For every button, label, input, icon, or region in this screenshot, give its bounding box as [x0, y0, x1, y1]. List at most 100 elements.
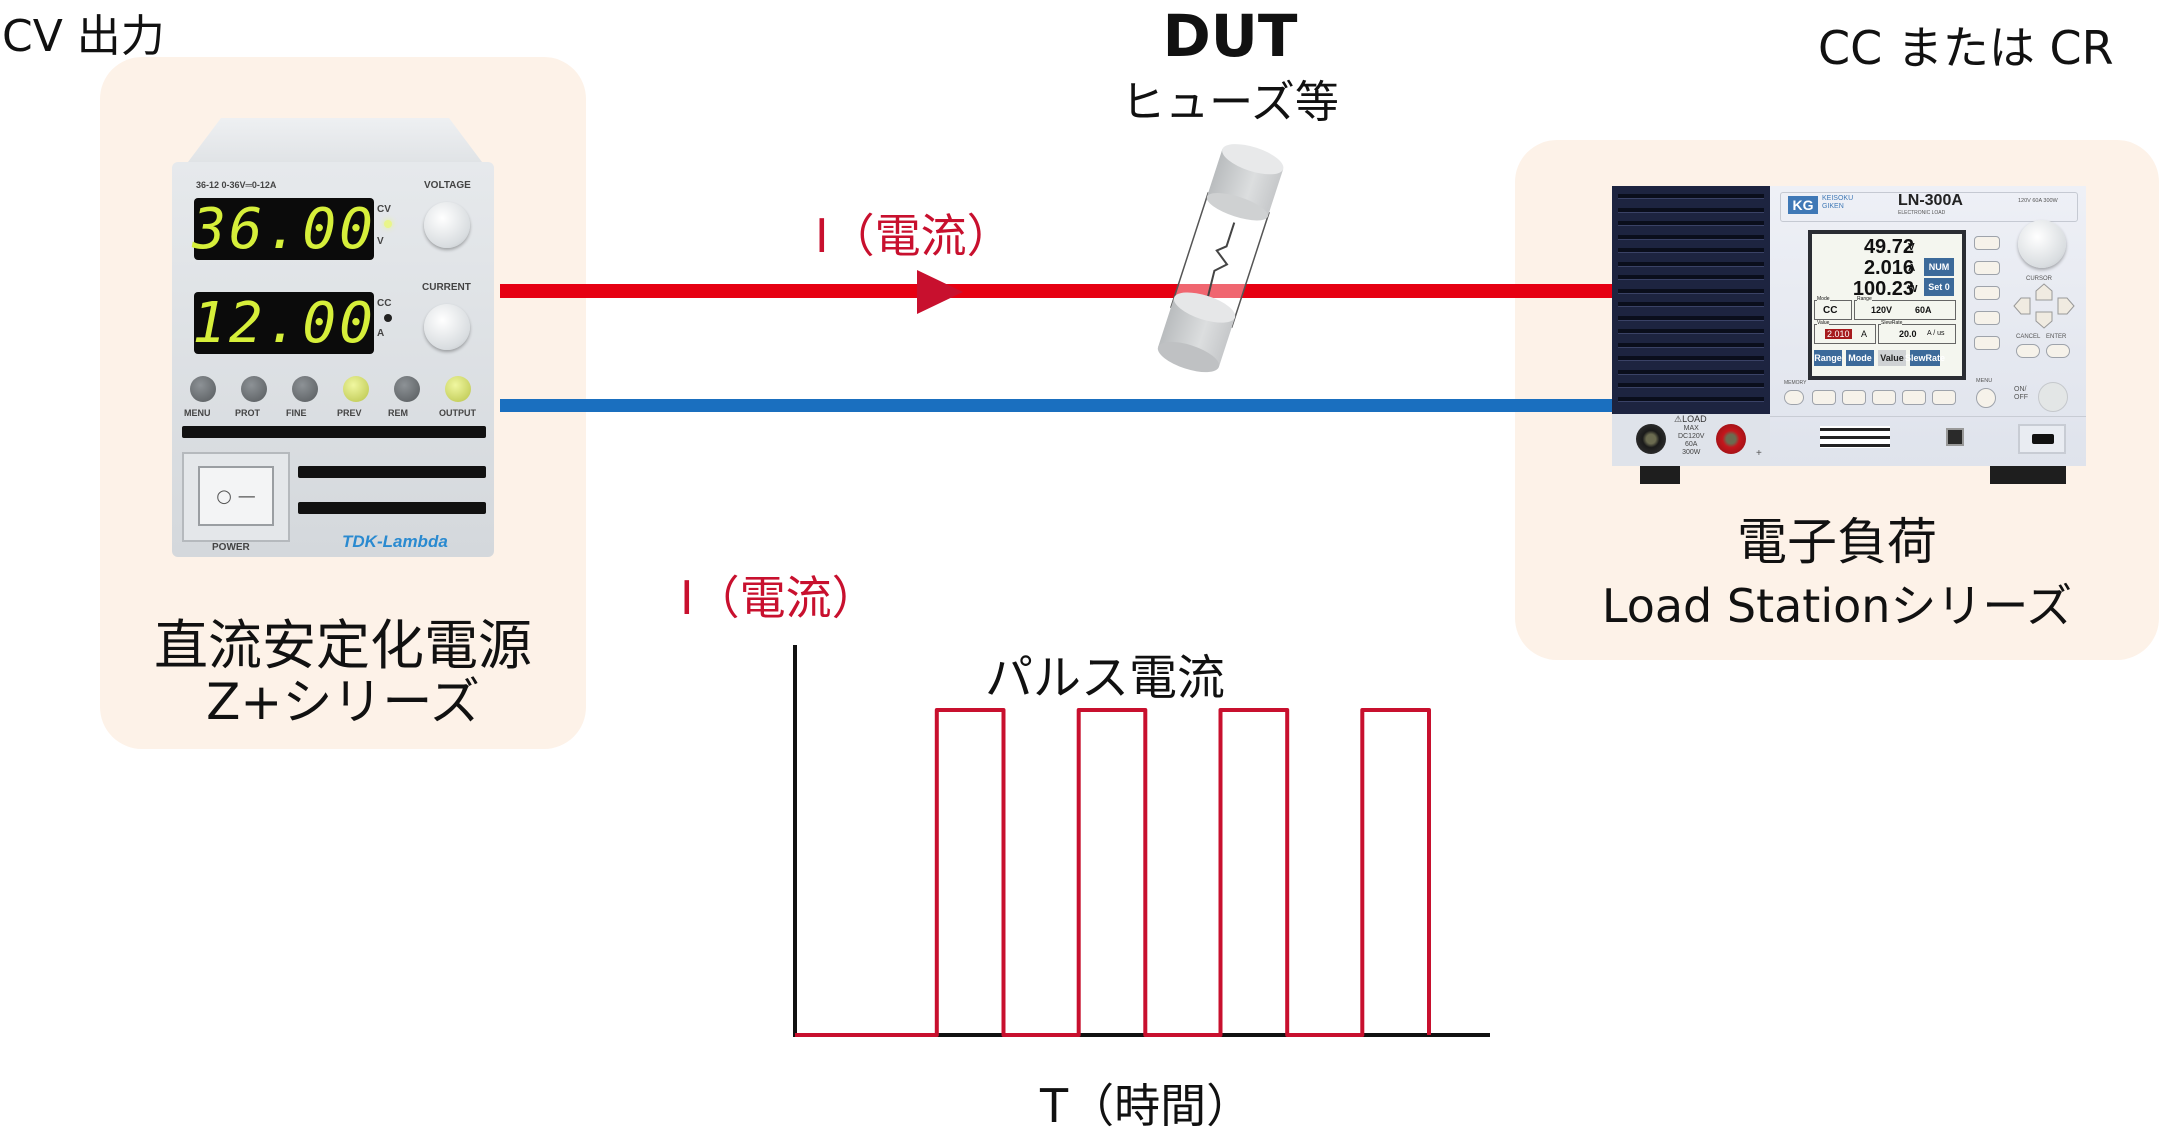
softkey-value[interactable]: Value	[1878, 350, 1906, 366]
ps-button-prot[interactable]	[241, 376, 267, 402]
menu-button[interactable]	[1976, 388, 1996, 408]
vent-slot	[298, 466, 486, 478]
chart-title: パルス電流	[985, 650, 1226, 706]
fuse-icon	[1157, 144, 1284, 373]
cancel-button[interactable]	[2016, 344, 2040, 358]
reading-unit: A	[1908, 263, 1916, 274]
current-display: 12.00	[192, 290, 376, 356]
grille-slot	[1618, 383, 1764, 388]
cursor-label: CURSOR	[2026, 276, 2053, 282]
terminal-rating: MAX DC120V 60A 300W	[1678, 425, 1705, 456]
ps-button-rem[interactable]	[394, 376, 420, 402]
grille-slot	[1618, 356, 1764, 361]
ps-button-label: REM	[388, 408, 408, 418]
set-zero-key[interactable]: Set 0	[1924, 278, 1954, 296]
side-function-key[interactable]	[1974, 286, 2000, 300]
power-switch[interactable]: ○ —	[198, 466, 274, 526]
load-terminal-label: ⚠LOAD	[1674, 414, 1707, 424]
function-key[interactable]	[1902, 390, 1926, 405]
ps-button-output[interactable]	[445, 376, 471, 402]
value-field[interactable]: Value 2.010 A	[1814, 320, 1876, 344]
softkey-mode[interactable]: Mode	[1846, 350, 1874, 366]
foot	[1640, 466, 1680, 484]
v-unit-label: V	[377, 236, 384, 247]
load-model: LN-300A	[1898, 192, 1963, 209]
load-vent-icon	[1820, 426, 1890, 448]
grille-slot	[1618, 315, 1764, 321]
cc-indicator-label: CC	[377, 298, 392, 309]
pulse-mark	[1362, 710, 1429, 1035]
cv-output-label: CV 出力	[2, 11, 165, 62]
current-knob[interactable]	[424, 304, 470, 350]
load-rotary-knob[interactable]	[2018, 220, 2066, 268]
on-off-label: ON/ OFF	[2014, 386, 2028, 401]
softkey-slewrate[interactable]: SlewRate	[1905, 350, 1945, 366]
side-function-key[interactable]	[1974, 336, 2000, 350]
model-strip: 36-12 0-36V═0-12A	[196, 180, 277, 190]
panel-divider	[1770, 416, 2086, 417]
negative-wire	[500, 399, 1612, 412]
memory-button[interactable]	[1784, 390, 1804, 405]
usb-port-icon[interactable]	[1946, 428, 1964, 446]
grille-slot	[1618, 329, 1764, 334]
menu-label: MENU	[1976, 378, 1993, 384]
power-switch-housing: ○ —	[182, 452, 290, 542]
ps-button-label: OUTPUT	[439, 408, 476, 418]
mode-field: Mode CC	[1814, 296, 1852, 320]
tdk-lambda-logo: TDK-Lambda	[342, 532, 448, 551]
load-model-sub: ELECTRONIC LOAD	[1898, 210, 1946, 216]
load-fan-grille	[1612, 186, 1770, 414]
ps-button-label: FINE	[286, 408, 307, 418]
pulse-series-line	[795, 708, 1431, 1037]
function-key[interactable]	[1932, 390, 1956, 405]
function-key[interactable]	[1842, 390, 1866, 405]
cv-led-icon	[384, 220, 392, 228]
voltage-display: 36.00	[192, 196, 376, 262]
plus-label: +	[1756, 448, 1762, 459]
pulse-mark	[937, 710, 1004, 1035]
grille-slot	[1618, 275, 1764, 280]
voltage-knob-label: VOLTAGE	[424, 180, 471, 191]
ps-button-fine[interactable]	[292, 376, 318, 402]
enter-button[interactable]	[2046, 344, 2070, 358]
cursor-pad-icon[interactable]	[2012, 282, 2076, 330]
grille-slot	[1618, 207, 1764, 213]
voltage-knob[interactable]	[424, 202, 470, 248]
positive-terminal-icon[interactable]	[1716, 424, 1746, 454]
power-label: POWER	[212, 542, 250, 553]
grille-slot	[1618, 288, 1764, 294]
side-function-key[interactable]	[1974, 311, 2000, 325]
negative-terminal-icon[interactable]	[1636, 424, 1666, 454]
function-key[interactable]	[1872, 390, 1896, 405]
reading-value: 2.016	[1863, 257, 1914, 279]
side-function-key[interactable]	[1974, 261, 2000, 275]
cv-indicator-label: CV	[377, 204, 391, 215]
function-key[interactable]	[1812, 390, 1836, 405]
range-field: Range 120V 60A	[1854, 296, 1956, 320]
ps-button-prev[interactable]	[343, 376, 369, 402]
cc-led-icon	[384, 314, 392, 322]
power-supply-top	[185, 118, 485, 166]
ps-button-label: PROT	[235, 408, 261, 418]
softkey-range[interactable]: Range	[1814, 350, 1842, 366]
num-key[interactable]: NUM	[1924, 258, 1954, 276]
electronic-load-series: Load Stationシリーズ	[1601, 579, 2073, 633]
slewrate-field: SlewRate 20.0 A / us	[1878, 320, 1956, 344]
ps-button-label: MENU	[184, 408, 211, 418]
power-supply-name: 直流安定化電源	[154, 614, 532, 677]
reading-unit: W	[1908, 284, 1918, 295]
cancel-label: CANCEL	[2016, 334, 2041, 340]
a-unit-label: A	[377, 328, 385, 339]
load-power-switch[interactable]	[2032, 434, 2054, 444]
enter-label: ENTER	[2046, 334, 2067, 340]
chart-x-label: T（時間）	[1040, 1079, 1253, 1133]
grille-slot	[1618, 261, 1764, 267]
power-supply-series: Z+シリーズ	[206, 673, 480, 731]
side-function-key[interactable]	[1974, 236, 2000, 250]
grille-slot	[1618, 248, 1764, 253]
dut-title: DUT	[1162, 2, 1298, 70]
on-off-button[interactable]	[2038, 382, 2068, 412]
ps-button-menu[interactable]	[190, 376, 216, 402]
